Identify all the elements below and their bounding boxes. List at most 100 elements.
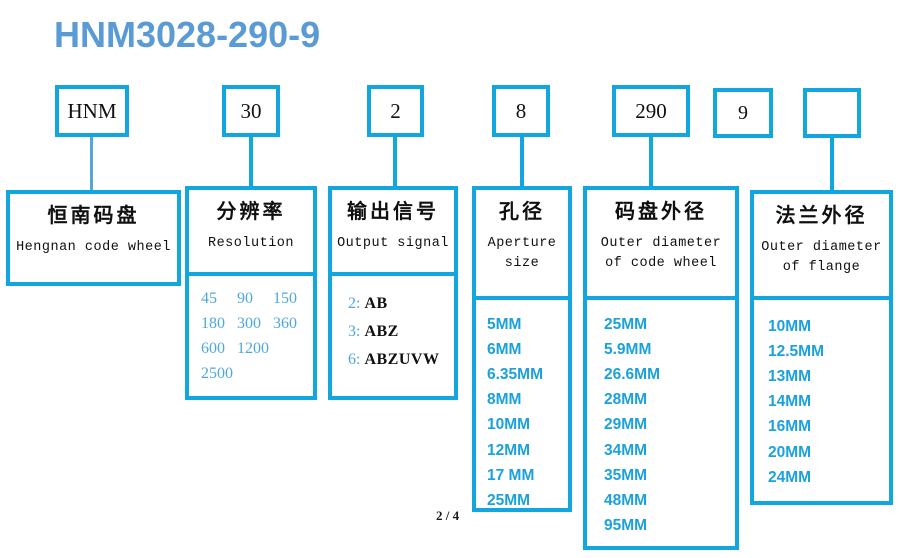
list-item: 13MM — [768, 368, 812, 386]
category-flange-en-line-1: Outer diameter — [761, 240, 882, 255]
resolution-value-grid: 45 90 150 180 300 360 600 1200 2500 — [201, 290, 307, 383]
signal-code: 2: — [348, 295, 361, 312]
list-item: 35MM — [604, 466, 648, 484]
category-code-wheel-en: Outer diameter of code wheel — [591, 234, 731, 273]
list-item: 90 — [237, 290, 253, 307]
category-flange-values: 10MM 12.5MM 13MM 14MM 16MM 20MM 24MM — [754, 300, 889, 501]
list-item: 6: ABZUVW — [348, 346, 448, 374]
category-brand-en-line-1: Hengnan code wheel — [16, 240, 171, 255]
list-item: 45 — [201, 290, 217, 307]
code-box-signal-label: 2 — [390, 98, 401, 123]
code-box-blank — [803, 88, 861, 138]
category-resolution-en: Resolution — [193, 234, 309, 254]
code-box-aperture: 8 — [492, 85, 550, 137]
list-item: 5.9MM — [604, 341, 652, 359]
category-code-wheel-outer-diameter: 码盘外径 Outer diameter of code wheel 25MM 5… — [583, 186, 739, 550]
list-item: 24MM — [768, 468, 812, 486]
category-flange-outer-diameter: 法兰外径 Outer diameter of flange 10MM 12.5M… — [750, 190, 893, 505]
category-resolution-en-line-1: Resolution — [207, 236, 294, 251]
category-aperture-size-en-line-1: Aperture — [487, 236, 557, 251]
list-item: 300 — [237, 315, 261, 332]
list-item: 14MM — [768, 393, 812, 411]
list-item: 25MM — [487, 491, 531, 509]
list-item: 2500 — [201, 365, 233, 382]
list-item: 360 — [273, 315, 297, 332]
category-code-wheel-cn: 码盘外径 — [615, 201, 707, 223]
connector-signal — [393, 137, 397, 190]
category-output-signal-en-line-1: Output signal — [337, 236, 449, 251]
list-item: 48MM — [604, 491, 648, 509]
list-item: 29MM — [604, 416, 648, 434]
connector-resolution — [249, 137, 253, 190]
category-resolution-values: 45 90 150 180 300 360 600 1200 2500 — [189, 276, 313, 396]
list-item: 10MM — [768, 318, 812, 335]
category-code-wheel-values: 25MM 5.9MM 26.6MM 28MM 29MM 34MM 35MM 48… — [587, 300, 735, 546]
list-item: 5MM — [487, 316, 522, 333]
signal-value: AB — [364, 295, 388, 312]
category-aperture-size: 孔径 Aperture size 5MM 6MM 6.35MM 8MM 10MM… — [472, 186, 572, 512]
list-item: 6.35MM — [487, 366, 543, 384]
connector-codewheel — [649, 137, 653, 190]
list-item: 26.6MM — [604, 366, 660, 384]
category-output-signal-header: 输出信号 Output signal — [332, 190, 454, 276]
list-item: 34MM — [604, 441, 648, 459]
list-item: 20MM — [768, 443, 812, 461]
list-item: 150 — [273, 290, 297, 307]
list-item: 25MM — [604, 316, 648, 333]
list-item: 6MM — [487, 341, 522, 359]
signal-code: 6: — [348, 351, 361, 368]
category-output-signal-values: 2: AB 3: ABZ 6: ABZUVW — [332, 276, 454, 396]
category-brand-header: 恒南码盘 Hengnan code wheel — [10, 194, 177, 266]
category-resolution: 分辨率 Resolution 45 90 150 180 300 360 600… — [185, 186, 317, 400]
category-code-wheel-en-line-2: of code wheel — [605, 255, 717, 271]
category-output-signal-cn: 输出信号 — [347, 201, 439, 223]
output-signal-pair-list: 2: AB 3: ABZ 6: ABZUVW — [348, 290, 448, 374]
category-aperture-size-en-line-2: size — [504, 255, 540, 271]
code-box-resolution: 30 — [222, 85, 280, 137]
code-box-hnm-label: HNM — [67, 98, 117, 123]
category-flange-header: 法兰外径 Outer diameter of flange — [754, 194, 889, 300]
code-box-signal: 2 — [367, 85, 424, 137]
code-wheel-value-list: 25MM 5.9MM 26.6MM 28MM 29MM 34MM 35MM 48… — [604, 312, 729, 538]
category-brand-en: Hengnan code wheel — [14, 238, 173, 258]
category-aperture-size-en: Aperture size — [480, 234, 564, 273]
aperture-size-value-list: 5MM 6MM 6.35MM 8MM 10MM 12MM 17 MM 25MM — [487, 312, 562, 513]
category-code-wheel-en-line-1: Outer diameter — [600, 236, 722, 251]
connector-aperture — [520, 137, 524, 190]
list-item: 17 MM — [487, 466, 535, 484]
signal-value: ABZ — [364, 323, 399, 340]
category-output-signal: 输出信号 Output signal 2: AB 3: ABZ 6: ABZUV… — [328, 186, 458, 400]
category-aperture-size-values: 5MM 6MM 6.35MM 8MM 10MM 12MM 17 MM 25MM — [476, 300, 568, 519]
connector-flange — [830, 138, 834, 190]
code-box-aperture-label: 8 — [515, 98, 527, 123]
code-box-codewheel: 290 — [612, 85, 690, 137]
list-item: 12.5MM — [768, 343, 824, 361]
list-item: 8MM — [487, 391, 522, 409]
list-item: 180 — [201, 315, 225, 332]
category-aperture-size-header: 孔径 Aperture size — [476, 190, 568, 300]
category-aperture-size-cn: 孔径 — [499, 201, 545, 223]
category-code-wheel-header: 码盘外径 Outer diameter of code wheel — [587, 190, 735, 300]
list-item: 3: ABZ — [348, 318, 448, 346]
code-box-nine-label: 9 — [738, 101, 748, 124]
list-item — [273, 340, 307, 358]
code-box-hnm: HNM — [55, 85, 129, 137]
list-item: 28MM — [604, 391, 648, 409]
category-output-signal-en: Output signal — [336, 234, 450, 254]
code-box-resolution-label: 30 — [240, 98, 262, 123]
flange-value-list: 10MM 12.5MM 13MM 14MM 16MM 20MM 24MM — [768, 314, 883, 490]
list-item: 95MM — [604, 516, 648, 534]
page-number: 2 / 4 — [436, 508, 460, 523]
category-brand-cn: 恒南码盘 — [47, 205, 140, 227]
list-item: 10MM — [487, 416, 531, 434]
list-item: 2: AB — [348, 290, 448, 318]
page-title: HNM3028-290-9 — [54, 14, 321, 55]
category-brand: 恒南码盘 Hengnan code wheel — [6, 190, 181, 286]
connector-brand — [90, 137, 93, 190]
code-box-codewheel-label: 290 — [635, 98, 667, 123]
category-flange-en-line-2: of flange — [782, 259, 861, 275]
list-item: 12MM — [487, 441, 531, 459]
signal-value: ABZUVW — [364, 351, 440, 368]
category-flange-cn: 法兰外径 — [775, 205, 868, 227]
